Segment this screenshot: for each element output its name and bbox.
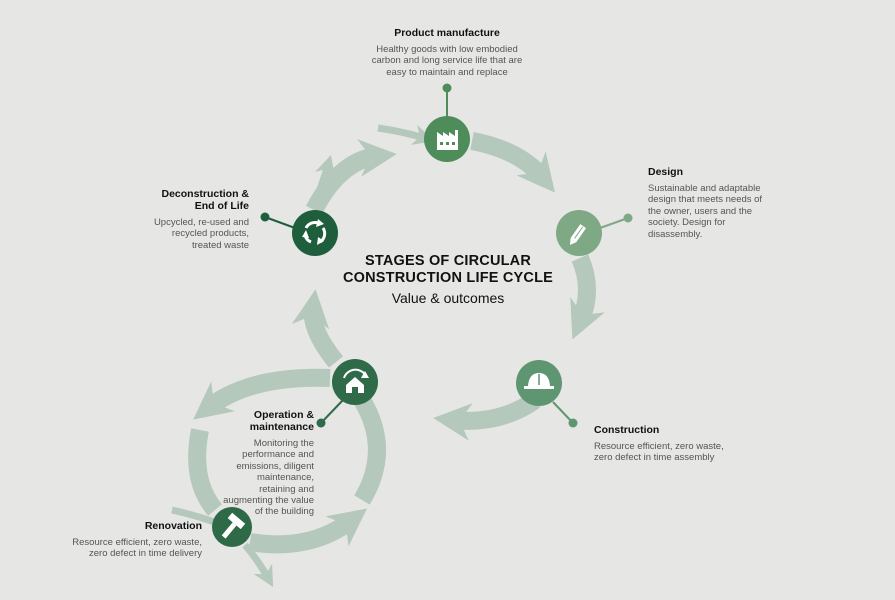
node-design: [556, 210, 602, 256]
stage-deconstruction: Deconstruction & End of Life Upcycled, r…: [143, 188, 249, 251]
stage-description: Monitoring the performance and emissions…: [223, 438, 314, 518]
stage-description: Upcycled, re-used and recycled products,…: [153, 217, 249, 251]
connector-design: [599, 217, 629, 229]
connector-deconstruction: [264, 216, 296, 229]
center-subtitle: Value & outcomes: [391, 290, 505, 306]
stage-product-manufacture: Product manufacture Healthy goods with l…: [362, 27, 532, 78]
arrow-outgoing-deconstruction: [312, 154, 336, 202]
thin-arrows: [171, 124, 435, 588]
arrow-outgoing-renovation: [242, 542, 274, 588]
connector-dot-construction: [568, 418, 578, 428]
stage-description: Healthy goods with low embodied carbon a…: [371, 44, 523, 78]
connector-construction: [552, 401, 574, 424]
stage-title: Renovation: [144, 520, 202, 532]
stage-description: Sustainable and adaptable design that me…: [648, 183, 763, 240]
hammer-icon: [221, 512, 246, 539]
connector-dot-operation: [316, 418, 326, 428]
arrow-operation-to-deconstruction: [291, 289, 344, 368]
node-deconstruction: [292, 210, 338, 256]
stage-title-line2: End of Life: [194, 200, 249, 212]
stage-title-line1: Deconstruction &: [161, 188, 249, 200]
node-product-manufacture: [424, 116, 470, 162]
connector-operation: [320, 399, 344, 424]
arrow-manufacture-to-design: [470, 132, 556, 193]
arrow-construction-to-operation: [433, 392, 541, 441]
pencil-icon: [569, 224, 587, 246]
stage-title: Product manufacture: [394, 27, 500, 39]
connector-dot-manufacture: [442, 83, 452, 93]
center-title: STAGES OF CIRCULAR CONSTRUCTION LIFE CYC…: [318, 253, 578, 307]
stage-description: Resource efficient, zero waste, zero def…: [594, 441, 724, 464]
node-operation-maintenance: [332, 359, 378, 405]
stage-construction: Construction Resource efficient, zero wa…: [594, 424, 734, 464]
renovation-loop-arrows: [188, 368, 386, 554]
arrow-renovation-to-loop: [248, 508, 368, 554]
stage-description: Resource efficient, zero waste, zero def…: [72, 537, 202, 560]
house-cycle-icon: [343, 368, 369, 393]
stage-title: Design: [648, 166, 684, 178]
arrow-incoming-renovation: [171, 506, 216, 526]
center-title-line1: STAGES OF CIRCULAR: [364, 253, 532, 269]
stage-title-line1: Operation &: [253, 409, 314, 421]
stage-title: Construction: [594, 424, 660, 436]
connectors: [260, 83, 633, 428]
arrow-design-to-construction: [570, 254, 605, 340]
arrow-incoming-manufacture: [377, 124, 435, 145]
stage-operation-maintenance: Operation & maintenance Monitoring the p…: [220, 409, 314, 518]
stage-design: Design Sustainable and adaptable design …: [648, 166, 768, 240]
node-construction: [516, 360, 562, 406]
arrow-loop-left: [188, 428, 223, 516]
factory-icon: [437, 130, 458, 150]
connector-dot-design: [623, 213, 633, 223]
hard-hat-icon: [524, 373, 554, 389]
stage-renovation: Renovation Resource efficient, zero wast…: [70, 520, 202, 560]
center-title-line2: CONSTRUCTION LIFE CYCLE: [342, 270, 553, 286]
node-renovation: [212, 507, 252, 547]
connector-dot-deconstruction: [260, 212, 270, 222]
arrow-operation-to-renovation: [193, 368, 331, 420]
stage-title-line2: maintenance: [249, 421, 314, 433]
arrow-loop-right: [354, 395, 386, 505]
